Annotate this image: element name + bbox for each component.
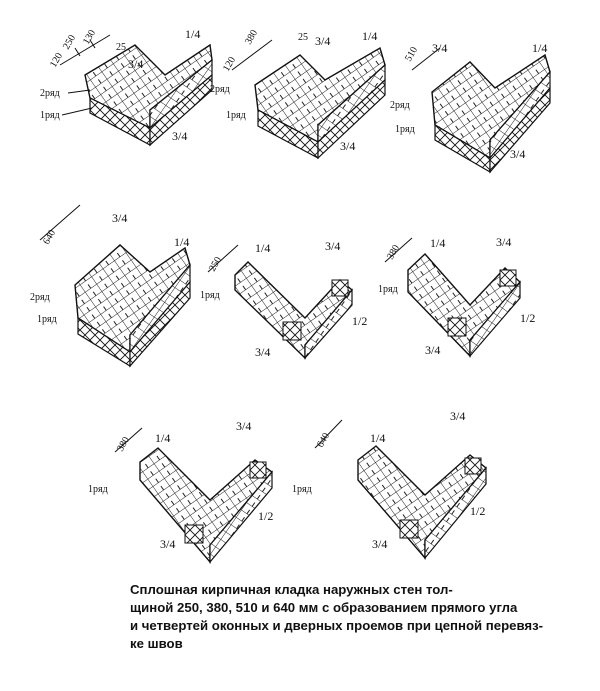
fraction-three-quarter: 3/4 [236,419,251,433]
fraction-three-quarter: 3/4 [160,537,175,551]
fraction-three-quarter: 3/4 [112,211,127,225]
fraction-half: 1/2 [352,314,367,328]
fraction-three-quarter: 3/4 [510,147,525,161]
fig-510-corner: 510 3/4 1/4 3/4 2ряд 1ряд [390,41,551,174]
fraction-half: 1/2 [258,509,273,523]
fig-380-opening-quarter: 380 1/4 3/4 1/2 3/4 1ряд [88,419,273,564]
fraction-three-quarter: 3/4 [315,34,330,48]
row-2-label: 2ряд [390,100,410,111]
fraction-three-quarter: 3/4 [425,343,440,357]
dim-120-label: 120 [221,55,238,73]
fraction-quarter: 1/4 [255,241,270,255]
fraction-quarter: 1/4 [155,431,170,445]
row-2-label: 2ряд [30,292,50,303]
fraction-three-quarter: 3/4 [128,57,143,71]
dim-640-label: 640 [315,431,332,449]
row-1-label: 1ряд [226,110,246,121]
fraction-three-quarter: 3/4 [255,345,270,359]
fraction-three-quarter: 3/4 [372,537,387,551]
fraction-quarter: 1/4 [185,27,200,41]
fig-640-corner: 640 3/4 1/4 2ряд 1ряд [30,204,191,368]
fraction-three-quarter: 3/4 [172,129,187,143]
fraction-quarter: 1/4 [362,29,377,43]
fig-640-opening-quarter: 640 1/4 3/4 1/2 3/4 1ряд [292,409,487,560]
row-1-label: 1ряд [88,484,108,495]
dim-640-label: 640 [41,228,58,246]
row-1-label: 1ряд [37,314,57,325]
fraction-three-quarter: 3/4 [325,239,340,253]
fig-250-corner: 120 250 130 25 1/4 3/4 3/4 2ряд 1ряд [40,27,213,147]
caption-line: ке швов [130,636,183,651]
dim-25-label: 25 [298,32,308,43]
fraction-quarter: 1/4 [370,431,385,445]
fraction-quarter: 1/4 [430,236,445,250]
fraction-quarter: 1/4 [174,235,189,249]
row-2-label: 2ряд [40,88,60,99]
caption-line: и четвертей оконных и дверных проемов пр… [130,618,544,633]
fig-380-opening: 380 1/4 3/4 1/2 3/4 1ряд [378,235,535,358]
fraction-three-quarter: 3/4 [432,41,447,55]
caption-line: щиной 250, 380, 510 и 640 мм с образован… [130,600,518,615]
row-1-label: 1ряд [40,110,60,121]
row-2-label: 2ряд [210,84,230,95]
dim-510-label: 510 [403,45,420,63]
figure-caption: Сплошная кирпичная кладка наружных стен … [130,581,570,653]
fraction-three-quarter: 3/4 [340,139,355,153]
dim-380-label: 380 [385,243,402,261]
dim-120-label: 120 [48,51,65,69]
fig-380-corner: 120 380 25 3/4 1/4 3/4 2ряд 1ряд [210,28,386,160]
row-1-label: 1ряд [378,284,398,295]
caption-line: Сплошная кирпичная кладка наружных стен … [130,582,453,597]
fraction-half: 1/2 [470,504,485,518]
fraction-half: 1/2 [520,311,535,325]
fraction-quarter: 1/4 [532,41,547,55]
row-1-label: 1ряд [292,484,312,495]
row-1-label: 1ряд [395,124,415,135]
row-1-label: 1ряд [200,290,220,301]
dim-25-label: 25 [116,42,126,53]
fraction-three-quarter: 3/4 [450,409,465,423]
dim-380-label: 380 [243,28,260,46]
fraction-three-quarter: 3/4 [496,235,511,249]
dim-380-label: 380 [115,435,132,453]
fig-250-opening: 250 1/4 3/4 1/2 3/4 1ряд [200,239,367,360]
